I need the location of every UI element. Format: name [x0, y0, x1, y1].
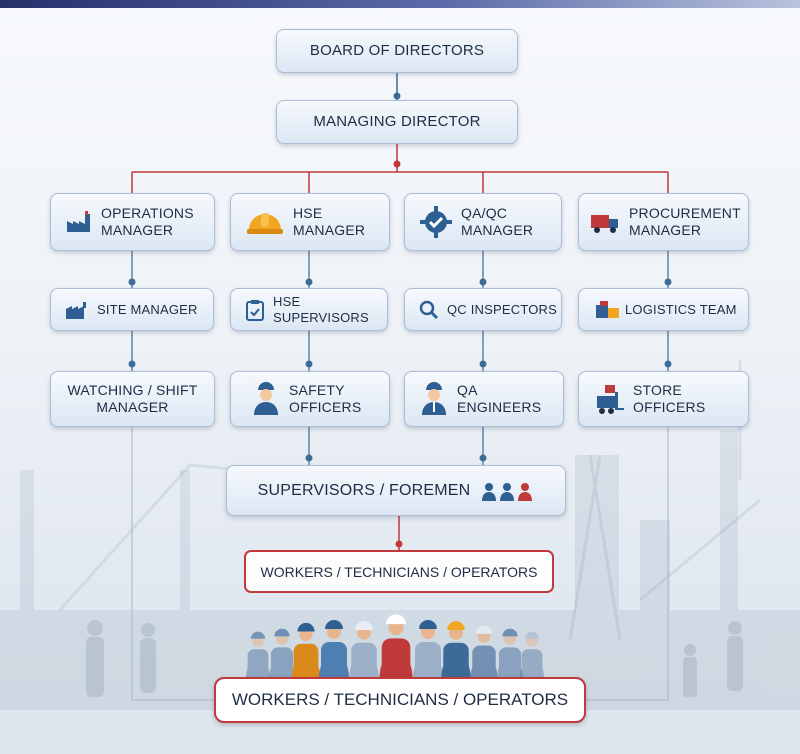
qa-engineers-line2: ENGINEERS: [457, 399, 542, 415]
site-manager-label: SITE MANAGER: [97, 301, 198, 317]
top-accent-bar: [0, 0, 800, 8]
connector-dot-red: [395, 540, 403, 548]
qc-inspectors-label: QC INSPECTORS: [447, 301, 557, 317]
qc-inspectors-box: QC INSPECTORS: [404, 288, 562, 331]
procurement-manager-line2: MANAGER: [629, 222, 702, 238]
connector-dot: [305, 278, 313, 286]
managing-director-box: MANAGING DIRECTOR: [276, 100, 518, 144]
truck-icon: [589, 209, 621, 235]
supervisors-foremen-label: SUPERVISORS / FOREMEN: [257, 481, 471, 499]
qa-engineers-line1: QA: [457, 381, 478, 398]
connector-dot: [305, 454, 313, 462]
qaqc-manager-line1: QA/QC: [461, 204, 508, 221]
clipboard-icon: [245, 299, 265, 321]
worker-figure-8: [470, 625, 498, 678]
store-officers-line1: STORE: [633, 381, 682, 398]
supervisors-foremen-box: SUPERVISORS / FOREMEN: [226, 465, 566, 516]
gear-check-icon: [419, 205, 453, 239]
boxes-icon: [595, 300, 621, 320]
operations-manager-line1: OPERATIONS: [101, 204, 194, 221]
workers-small-label: WORKERS / TECHNICIANS / OPERATORS: [260, 563, 538, 580]
engineer-icon: [419, 382, 449, 416]
qaqc-manager-line2: MANAGER: [461, 222, 534, 238]
officer-icon: [251, 382, 281, 416]
procurement-manager-line1: PROCUREMENT: [629, 204, 741, 221]
safety-officers-line2: OFFICERS: [289, 399, 362, 415]
watching-shift-line2: MANAGER: [96, 399, 169, 415]
connector-dot: [305, 360, 313, 368]
connector-dot: [393, 92, 401, 100]
hse-supervisors-box: HSE SUPERVISORS: [230, 288, 388, 331]
factory-icon: [65, 210, 93, 234]
operations-manager-line2: MANAGER: [101, 222, 174, 238]
board-of-directors-label: BOARD OF DIRECTORS: [309, 41, 485, 59]
hard-hat-icon: [245, 206, 285, 238]
hse-manager-line1: HSE: [293, 204, 323, 221]
connector-dot: [479, 454, 487, 462]
hse-supervisors-label: HSE SUPERVISORS: [273, 293, 369, 325]
logistics-team-label: LOGISTICS TEAM: [625, 301, 737, 317]
logistics-team-box: LOGISTICS TEAM: [578, 288, 749, 331]
workers-large-label: WORKERS / TECHNICIANS / OPERATORS: [231, 690, 569, 709]
forklift-icon: [595, 383, 625, 415]
watching-shift-line1: WATCHING / SHIFT: [67, 381, 198, 398]
worker-figure-0: [246, 631, 270, 678]
connector-dot: [479, 278, 487, 286]
board-of-directors-box: BOARD OF DIRECTORS: [276, 29, 518, 73]
people-group-icon: [480, 480, 534, 502]
store-officers-line2: OFFICERS: [633, 399, 706, 415]
connector-dot: [128, 278, 136, 286]
worker-figure-2: [291, 622, 321, 678]
connector-dot-red: [393, 160, 401, 168]
worker-figure-1: [269, 628, 295, 678]
worker-figure-9: [497, 628, 523, 678]
workers-box-large: WORKERS / TECHNICIANS / OPERATORS: [214, 677, 586, 723]
workers-group-illustration: [246, 614, 544, 678]
worker-figure-10: [520, 631, 544, 678]
hse-manager-line2: MANAGER: [293, 222, 366, 238]
magnifier-icon: [419, 300, 439, 320]
managing-director-label: MANAGING DIRECTOR: [313, 112, 481, 130]
worker-figure-7: [441, 621, 471, 678]
worker-figure-6: [413, 620, 443, 678]
workers-box-small: WORKERS / TECHNICIANS / OPERATORS: [244, 550, 554, 593]
connector-dot: [664, 278, 672, 286]
worker-figure-3: [319, 620, 349, 678]
connector-dot: [479, 360, 487, 368]
safety-officers-line1: SAFETY: [289, 381, 345, 398]
building-icon: [65, 300, 89, 320]
worker-figure-4: [349, 621, 379, 678]
worker-figure-5: [379, 614, 413, 678]
connector-dot: [664, 360, 672, 368]
connector-dot: [128, 360, 136, 368]
site-manager-box: SITE MANAGER: [50, 288, 214, 331]
